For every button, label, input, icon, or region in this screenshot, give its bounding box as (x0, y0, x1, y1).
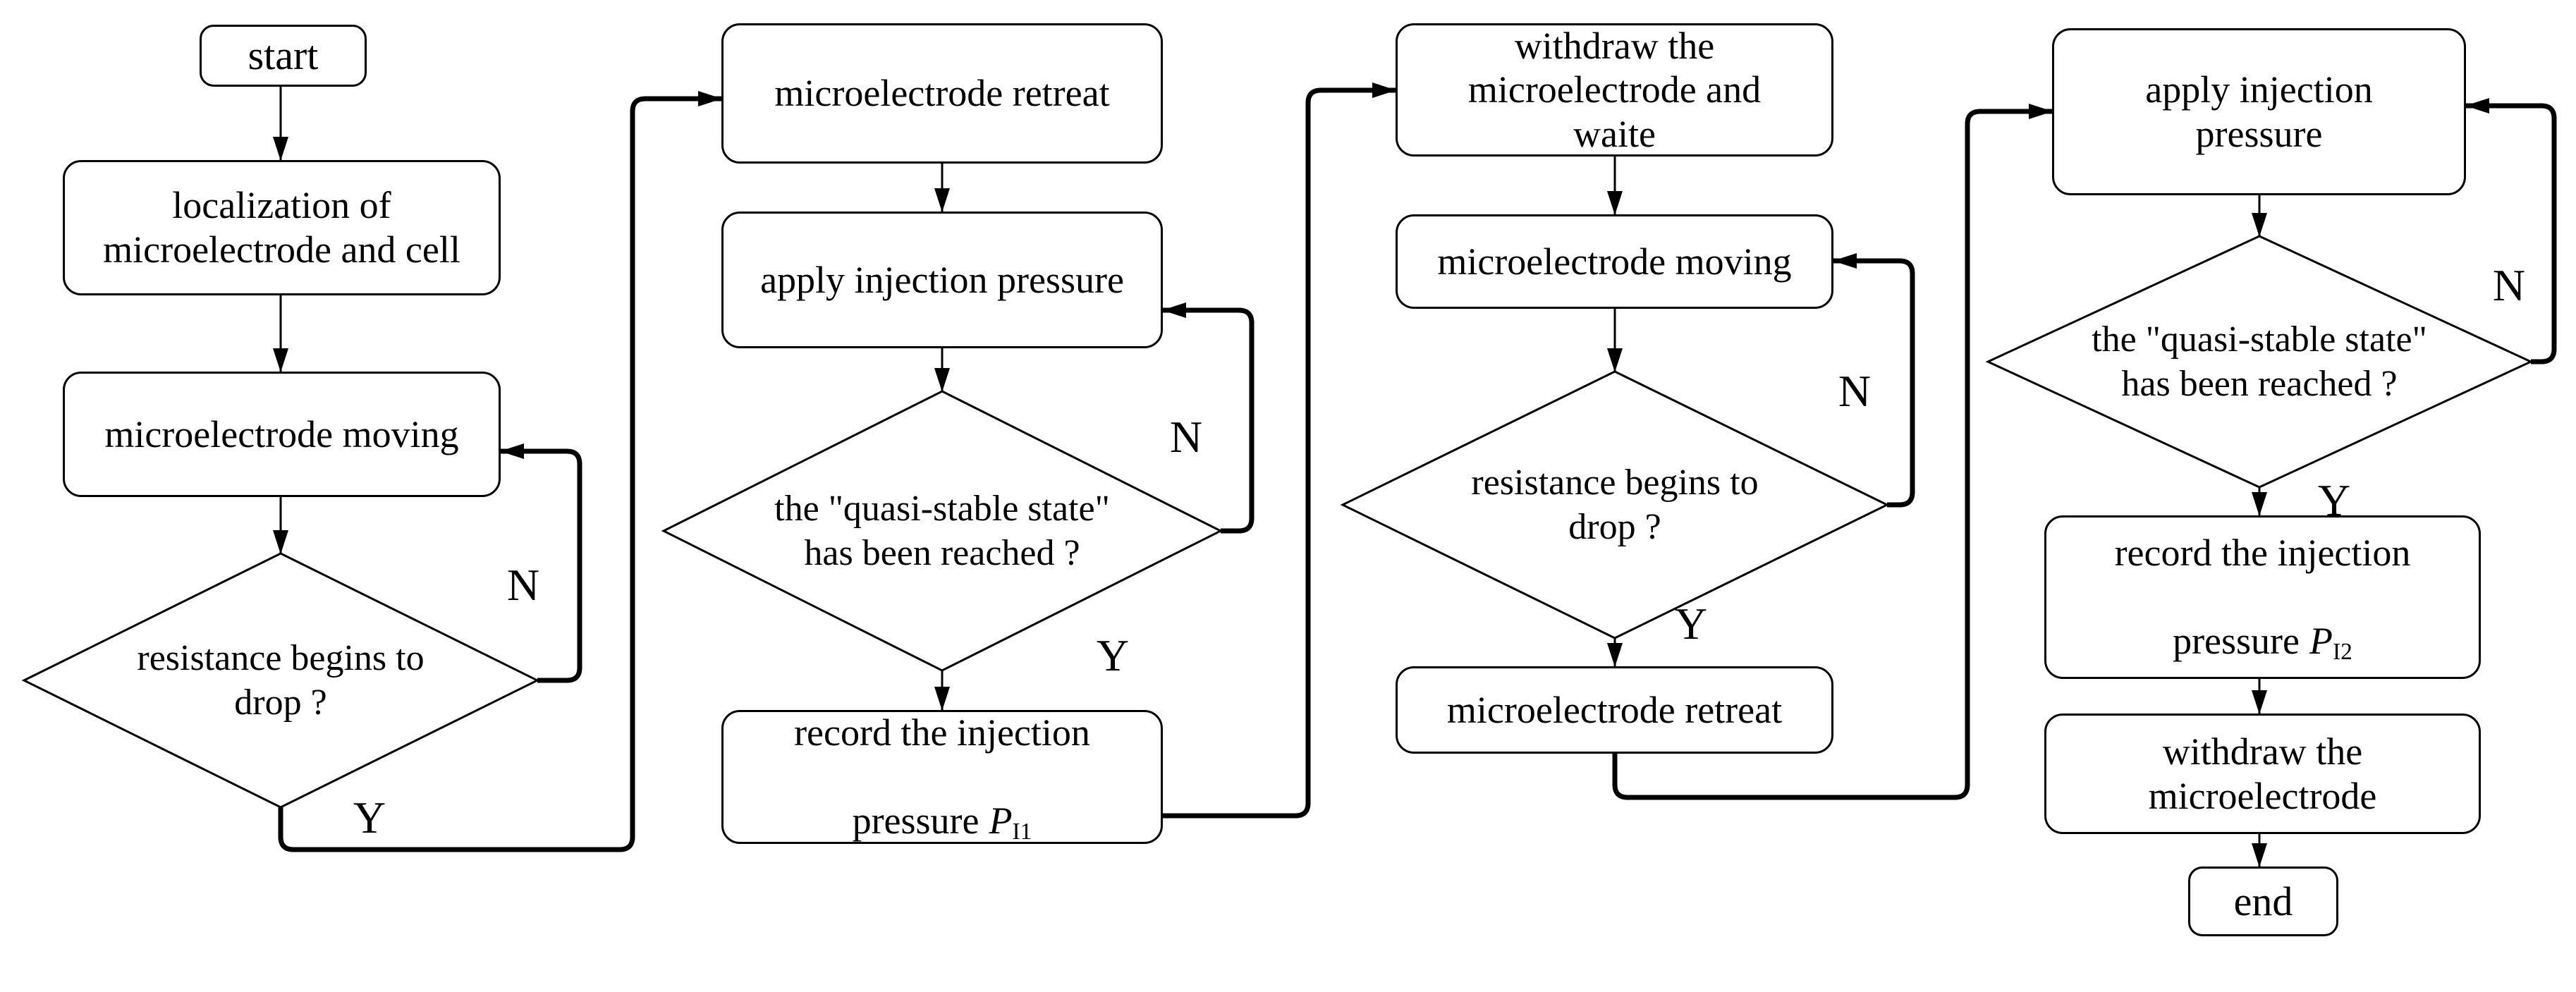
pressure-symbol-2: PI2 (2309, 620, 2352, 665)
decision4-no-label: N (2492, 260, 2526, 310)
microelectrode-moving-node-2: microelectrode moving (1396, 214, 1833, 309)
apply-injection-pressure-node-2: apply injection pressure (2052, 28, 2466, 195)
loop-decision1-to-moving1 (500, 443, 582, 683)
loop-decision4-to-apply2 (2465, 98, 2557, 365)
record1-line1: record the injection (794, 711, 1090, 754)
decision4-label: the "quasi-stable state" has been reache… (2092, 319, 2427, 404)
localization-node: localization of microelectrode and cell (63, 160, 501, 295)
decision1-no-label: N (506, 560, 540, 610)
withdraw-final-node: withdraw the microelectrode (2044, 714, 2481, 834)
start-node: start (200, 25, 367, 87)
connector-retreat2-to-apply2 (1612, 104, 2053, 800)
microelectrode-retreat-node-2: microelectrode retreat (1396, 666, 1833, 754)
decision3-yes-label: Y (1674, 599, 1708, 649)
decision2-yes-label: Y (1096, 630, 1130, 680)
decision2-no-label: N (1169, 412, 1203, 462)
decision1-diamond (21, 552, 540, 809)
loop-decision2-to-apply1 (1162, 302, 1255, 534)
connector-record1-to-withdraw-wait (1163, 82, 1396, 819)
withdraw-and-wait-node: withdraw the microelectrode and waite (1396, 23, 1833, 157)
decision3-no-label: N (1838, 366, 1872, 416)
decision2-label: the "quasi-stable state" has been reache… (774, 488, 1110, 573)
pressure-symbol-1: PI1 (989, 800, 1032, 845)
decision1-label: resistance begins to drop ? (137, 637, 425, 723)
decision1-yes-label: Y (353, 792, 386, 843)
microelectrode-retreat-node-1: microelectrode retreat (721, 23, 1163, 164)
apply-injection-pressure-node-1: apply injection pressure (721, 212, 1163, 348)
record2-line1: record the injection (2114, 532, 2411, 575)
microelectrode-moving-node-1: microelectrode moving (63, 372, 501, 497)
decision4-diamond (1985, 235, 2534, 489)
connector-decision1-yes-to-retreat1 (278, 91, 722, 852)
decision3-diamond (1340, 370, 1890, 639)
loop-decision3-to-moving2 (1833, 253, 1915, 508)
decision2-diamond (661, 390, 1223, 672)
decision3-label: resistance begins to drop ? (1471, 462, 1759, 547)
end-node: end (2188, 867, 2338, 936)
